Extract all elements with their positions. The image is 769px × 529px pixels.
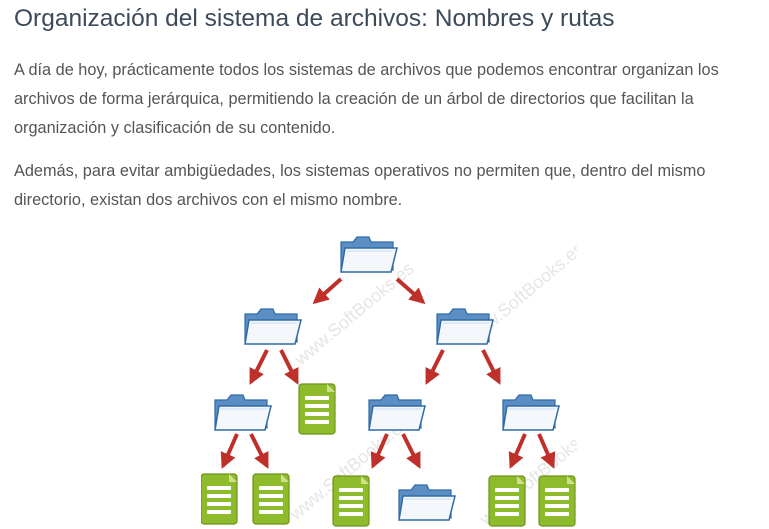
folder-icon xyxy=(244,308,302,345)
tree-arrows xyxy=(220,277,556,469)
arrow-icon xyxy=(370,433,389,469)
arrow-icon xyxy=(220,433,239,469)
folder-icon xyxy=(368,394,426,431)
folder-icon xyxy=(340,236,398,273)
document-icon xyxy=(201,473,238,525)
folder-icon xyxy=(214,394,272,431)
document-icon xyxy=(298,383,336,435)
arrow-icon xyxy=(401,433,421,469)
folder-icon xyxy=(436,308,494,345)
folder-icon xyxy=(502,394,560,431)
arrow-icon xyxy=(279,349,299,385)
document-icon xyxy=(488,475,526,527)
document-icon xyxy=(332,475,370,527)
arrow-icon xyxy=(537,433,556,469)
arrow-icon xyxy=(395,277,426,305)
arrow-icon xyxy=(249,349,269,385)
arrow-icon xyxy=(249,433,269,469)
arrow-icon xyxy=(481,349,501,385)
directory-tree-figure: www.SoftBooks.es www.SoftBooks.es www.So… xyxy=(201,226,577,529)
arrow-icon xyxy=(508,433,527,469)
directory-tree-diagram: www.SoftBooks.es www.SoftBooks.es www.So… xyxy=(201,236,577,529)
document-icon xyxy=(538,475,576,527)
arrow-icon xyxy=(425,349,445,385)
watermark-text: www.SoftBooks.es xyxy=(290,258,418,370)
arrow-icon xyxy=(312,277,343,305)
folder-icon xyxy=(398,484,456,521)
intro-paragraph: A día de hoy, prácticamente todos los si… xyxy=(14,61,719,137)
document-icon xyxy=(252,473,290,525)
page-title: Organización del sistema de archivos: No… xyxy=(14,5,615,32)
naming-paragraph: Además, para evitar ambigüedades, los si… xyxy=(14,162,706,209)
